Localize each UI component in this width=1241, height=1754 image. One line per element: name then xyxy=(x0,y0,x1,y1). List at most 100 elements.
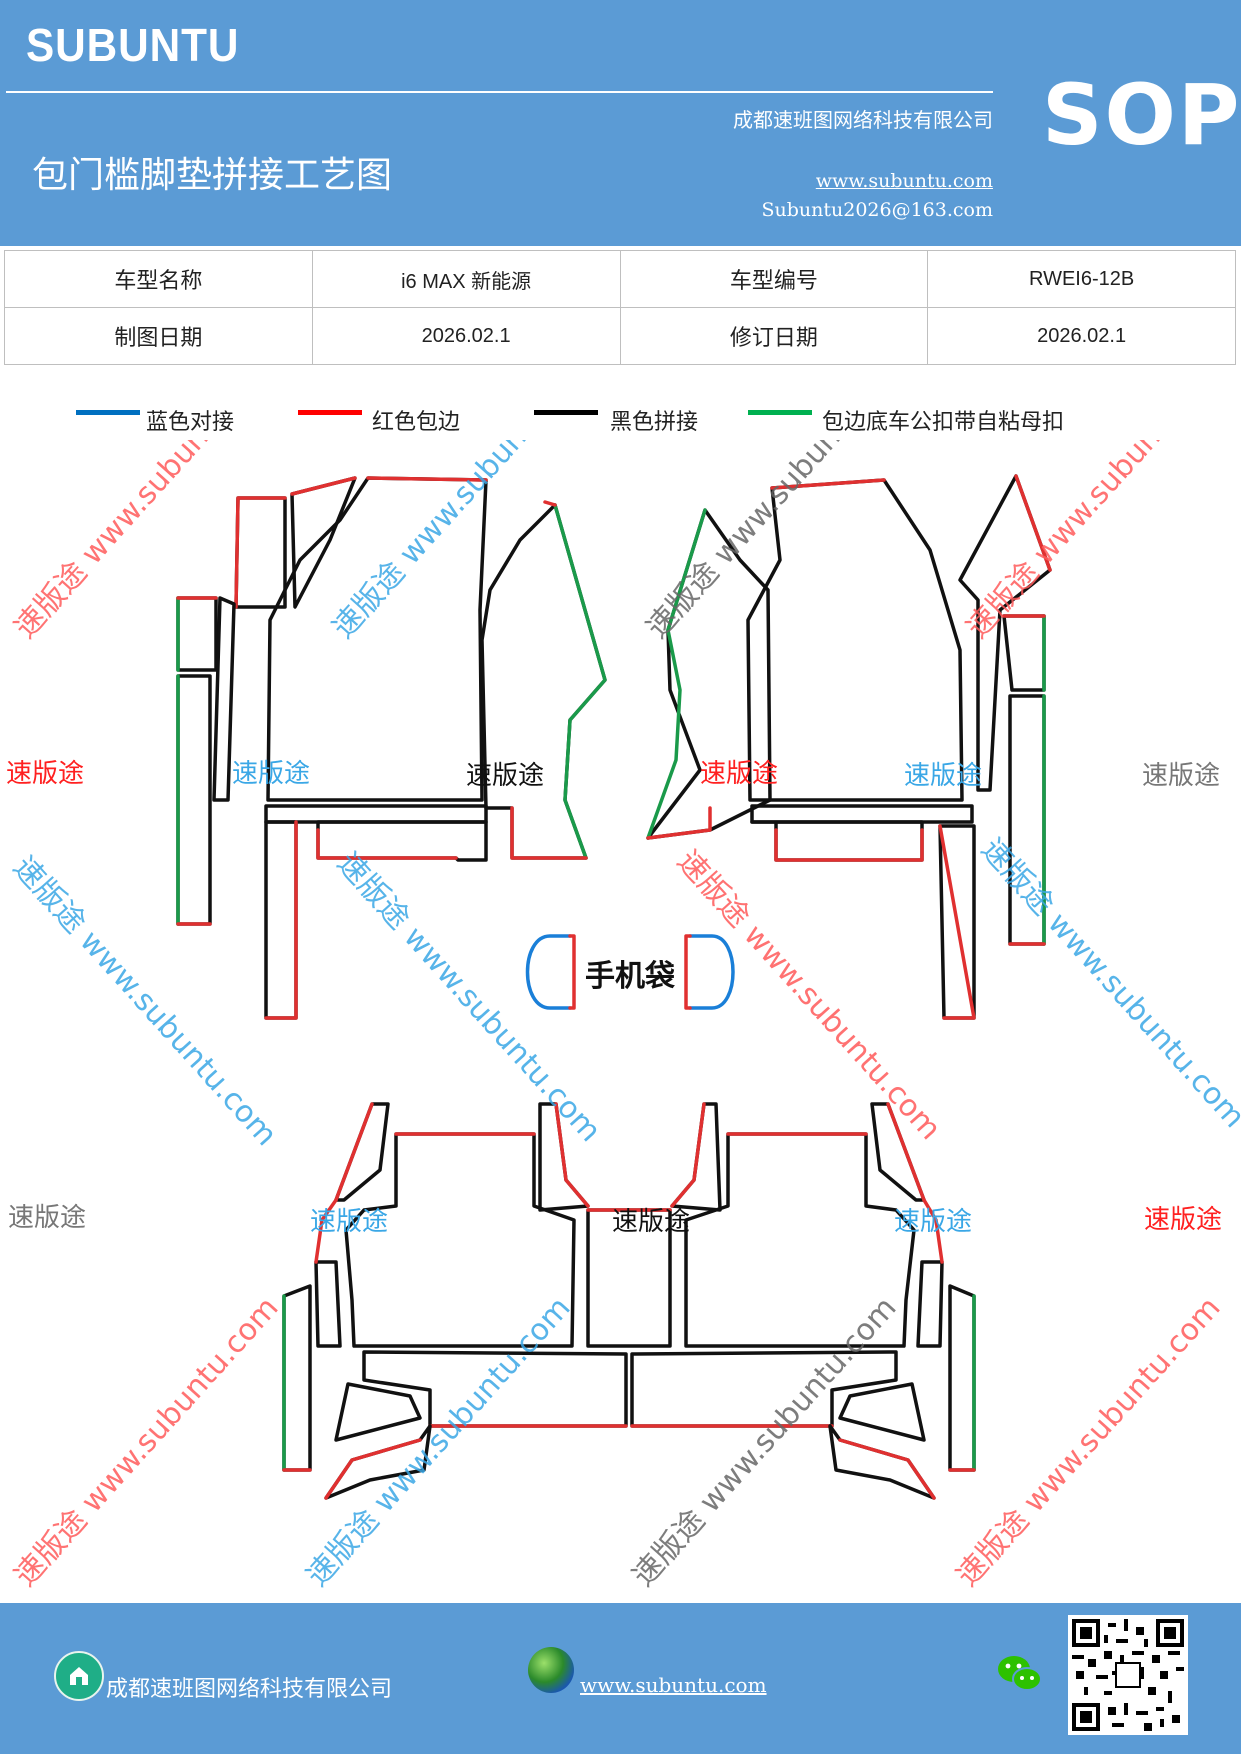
globe-icon xyxy=(528,1647,574,1693)
legend-green: 包边底车公扣带自粘母扣 xyxy=(748,398,1148,435)
model-code-value: RWEI6-12B xyxy=(927,250,1236,308)
front-left-mat-group xyxy=(176,476,607,1020)
page-title: 包门槛脚垫拼接工艺图 xyxy=(32,155,393,196)
mat-piece xyxy=(264,804,488,824)
watermark-text: 速版途 xyxy=(894,1207,972,1237)
red-edge xyxy=(314,1198,338,1264)
mat-piece xyxy=(1002,614,1046,692)
red-edge xyxy=(316,828,458,860)
revise-date-value: 2026.02.1 xyxy=(927,307,1236,365)
red-edge xyxy=(684,934,692,1010)
mat-piece xyxy=(684,1132,916,1348)
mat-piece xyxy=(176,596,218,672)
legend-label-blue: 蓝色对接 xyxy=(146,410,235,435)
watermark-text: 速版途 xyxy=(466,761,544,791)
mat-piece xyxy=(234,496,287,609)
draw-date-value: 2026.02.1 xyxy=(311,307,621,365)
red-edge xyxy=(543,500,557,507)
red-edge xyxy=(670,1102,706,1208)
red-edge xyxy=(334,1102,374,1202)
sop-label: SOP xyxy=(1042,66,1241,164)
company-icon xyxy=(54,1651,104,1701)
footer-company-name: 成都速班图网络科技有限公司 xyxy=(106,1677,393,1702)
watermark-text: 速版途 xyxy=(232,759,310,789)
watermark-text: 速版途 xyxy=(1142,761,1220,791)
mat-piece xyxy=(480,503,607,860)
rear-mat-group xyxy=(282,1102,976,1500)
draw-date-label: 制图日期 xyxy=(4,307,313,365)
phone-bag-left-piece xyxy=(525,934,572,1010)
red-edge xyxy=(366,476,488,482)
footer-banner: 成都速班图网络科技有限公司 www.subuntu.com xyxy=(0,1603,1241,1754)
mat-piece xyxy=(314,1260,342,1348)
watermark-text: 速版途 www.subuntu.com xyxy=(300,1290,578,1593)
red-edge xyxy=(510,806,588,860)
red-edge xyxy=(1014,474,1052,572)
mat-piece xyxy=(282,1284,312,1472)
mat-piece xyxy=(838,1382,926,1442)
watermark-text: 速版途 www.subuntu.com xyxy=(6,850,284,1153)
legend-red: 红色包边 xyxy=(298,398,498,435)
legend-swatch-red xyxy=(298,410,362,415)
watermark-text: 速版途 xyxy=(1144,1205,1222,1235)
green-edge xyxy=(646,508,707,840)
mat-piece xyxy=(316,820,488,862)
red-edge xyxy=(290,476,357,496)
red-edge xyxy=(568,934,576,1010)
table-row: 制图日期 2026.02.1 修订日期 2026.02.1 xyxy=(4,307,1236,365)
watermark-text: 速版途 www.subuntu.com xyxy=(950,1290,1228,1593)
mat-piece xyxy=(334,1102,390,1202)
legend-black: 黑色拼接 xyxy=(534,398,734,435)
wechat-icon[interactable] xyxy=(996,1653,1044,1697)
legend-label-green: 包边底车公扣带自粘母扣 xyxy=(822,410,1065,435)
legend-label-red: 红色包边 xyxy=(372,410,461,435)
watermark-text: 速版途 www.subuntu.com xyxy=(8,440,286,645)
red-edge xyxy=(938,824,976,1020)
model-name-value: i6 MAX 新能源 xyxy=(311,250,621,308)
phone-bag-group xyxy=(525,934,735,1010)
legend-swatch-green xyxy=(748,410,812,415)
mat-piece xyxy=(264,820,298,1020)
watermark-text: 速版途 xyxy=(904,761,982,791)
footer-website-link[interactable]: www.subuntu.com xyxy=(580,1673,767,1697)
legend-label-black: 黑色拼接 xyxy=(610,410,699,435)
mat-piece xyxy=(750,804,974,824)
legend-swatch-black xyxy=(534,410,598,415)
red-edge xyxy=(324,1438,422,1500)
header-banner: SUBUNTU SOP 成都速班图网络科技有限公司 包门槛脚垫拼接工艺图 www… xyxy=(0,0,1241,246)
mat-piece xyxy=(870,1102,926,1202)
vehicle-info-table: 车型名称 i6 MAX 新能源 车型编号 RWEI6-12B 制图日期 2026… xyxy=(4,250,1236,365)
mat-piece xyxy=(958,474,1052,792)
watermark-text: 速版途 xyxy=(8,1203,86,1233)
green-edge xyxy=(553,503,607,860)
header-company-name: 成都速班图网络科技有限公司 xyxy=(733,108,993,132)
qr-code xyxy=(1068,1615,1188,1735)
legend-blue: 蓝色对接 xyxy=(76,398,276,435)
watermark-text: 速版途 xyxy=(700,759,778,789)
mat-piece xyxy=(212,596,236,802)
red-edge xyxy=(770,478,886,490)
red-edge xyxy=(774,828,924,862)
legend-swatch-blue xyxy=(76,410,140,415)
phone-bag-label: 手机袋 xyxy=(585,959,675,994)
watermark-text: 速版途 www.subuntu.com xyxy=(960,440,1238,645)
mat-splice-diagram: 手机袋 速版途 速版途 速版途 速版途 速版途 速版途 速版途 速版途 速版途 … xyxy=(6,440,1241,1593)
table-row: 车型名称 i6 MAX 新能源 车型编号 RWEI6-12B xyxy=(4,250,1236,308)
red-edge xyxy=(234,496,287,609)
watermark-text: 速版途 xyxy=(310,1207,388,1237)
header-divider xyxy=(6,91,993,93)
red-edge xyxy=(922,1198,944,1264)
header-website-link[interactable]: www.subuntu.com xyxy=(815,170,993,192)
mat-piece xyxy=(948,1284,976,1472)
watermark-text: 速版途 www.subuntu.com xyxy=(8,1290,286,1593)
phone-bag-right-piece xyxy=(688,934,735,1010)
mat-piece xyxy=(916,1260,944,1348)
red-edge xyxy=(646,806,712,840)
watermark-text: 速版途 www.subuntu.com xyxy=(326,440,604,645)
mat-piece xyxy=(290,476,357,609)
brand-logo: SUBUNTU xyxy=(26,19,240,71)
red-edge xyxy=(838,1438,936,1500)
header-email: Subuntu2026@163.com xyxy=(761,199,993,221)
model-code-label: 车型编号 xyxy=(619,250,929,308)
watermark-text: 速版途 xyxy=(612,1207,690,1237)
